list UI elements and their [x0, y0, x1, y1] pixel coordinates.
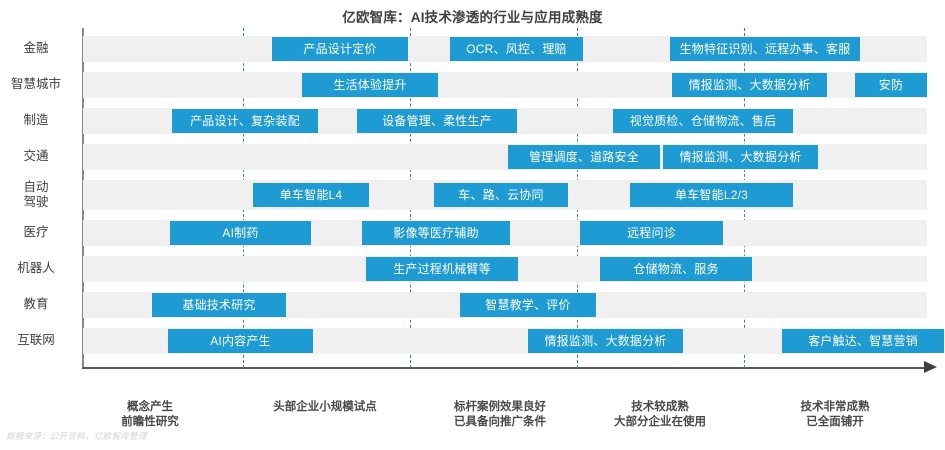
application-bar[interactable]: 影像等医疗辅助: [362, 221, 510, 245]
application-bar[interactable]: AI制药: [170, 221, 311, 245]
x-axis-arrow-icon: [924, 361, 937, 373]
stage-label-line: 大部分企业在使用: [614, 416, 706, 428]
application-bar[interactable]: AI内容产生: [168, 329, 313, 353]
application-bar[interactable]: 生物特征识别、远程办事、客服: [670, 37, 860, 61]
application-bar[interactable]: 基础技术研究: [152, 293, 286, 317]
application-bar[interactable]: 智慧教学、评价: [460, 293, 596, 317]
stage-label-line: 概念产生: [127, 401, 173, 413]
row-label-line: 制造: [23, 113, 49, 127]
row-label-智慧城市: 智慧城市: [0, 77, 72, 92]
row-label-自动驾驶: 自动驾驶: [0, 180, 72, 210]
stage-4-label: 技术较成熟大部分企业在使用: [570, 400, 750, 430]
application-bar[interactable]: 单车智能L2/3: [630, 183, 793, 207]
application-bar[interactable]: 视觉质检、仓储物流、售后: [613, 109, 793, 133]
application-bar[interactable]: 仓储物流、服务: [600, 257, 752, 281]
application-bar[interactable]: 单车智能L4: [253, 183, 369, 207]
row-label-制造: 制造: [0, 113, 72, 128]
row-label-line: 驾驶: [23, 195, 49, 209]
row-label-交通: 交通: [0, 149, 72, 164]
application-bar[interactable]: 安防: [855, 73, 927, 97]
stage-3-label: 标杆案例效果良好已具备向推广条件: [410, 400, 590, 430]
application-bar[interactable]: 产品设计、复杂装配: [172, 109, 318, 133]
row-label-医疗: 医疗: [0, 225, 72, 240]
stage-label-line: 技术较成熟: [631, 401, 689, 413]
application-bar[interactable]: 设备管理、柔性生产: [357, 109, 517, 133]
x-axis-line: [82, 367, 927, 369]
row-label-line: 机器人: [17, 261, 55, 275]
row-label-互联网: 互联网: [0, 333, 72, 348]
application-bar[interactable]: 情报监测、大数据分析: [528, 329, 683, 353]
row-label-教育: 教育: [0, 297, 72, 312]
row-label-line: 智慧城市: [10, 77, 61, 91]
stage-1-label: 概念产生前瞻性研究: [60, 400, 240, 430]
source-note: 数据来源：公开资料、亿欧智库整理: [6, 431, 147, 441]
application-bar[interactable]: 情报监测、大数据分析: [672, 73, 827, 97]
stage-label-line: 已具备向推广条件: [454, 416, 546, 428]
application-bar[interactable]: 产品设计定价: [272, 37, 408, 61]
stage-label-line: 前瞻性研究: [121, 416, 179, 428]
application-bar[interactable]: 生产过程机械臂等: [366, 257, 518, 281]
application-bar[interactable]: 生活体验提升: [302, 73, 438, 97]
application-bar[interactable]: 管理调度、道路安全: [508, 145, 660, 169]
row-label-line: 金融: [23, 41, 49, 55]
stage-label-line: 已全面铺开: [806, 416, 864, 428]
row-label-line: 医疗: [23, 225, 49, 239]
page-title: 亿欧智库：AI技术渗透的行业与应用成熟度: [342, 10, 603, 25]
stage-5-label: 技术非常成熟已全面铺开: [745, 400, 925, 430]
application-bar[interactable]: 远程问诊: [580, 221, 723, 245]
stage-label-line: 标杆案例效果良好: [454, 401, 546, 413]
stage-label-line: 技术非常成熟: [800, 401, 870, 413]
stage-2-label: 头部企业小规模试点: [235, 400, 415, 415]
row-label-line: 交通: [23, 149, 49, 163]
application-bar[interactable]: 车、路、云协同: [434, 183, 568, 207]
maturity-matrix-plot: 金融智慧城市制造交通自动驾驶医疗机器人教育互联网 产品设计定价 OCR、风控、理赔…: [0, 28, 945, 428]
row-label-line: 教育: [23, 297, 49, 311]
stage-label-line: 头部企业小规模试点: [273, 401, 377, 413]
row-label-金融: 金融: [0, 41, 72, 56]
row-label-line: 自动: [23, 180, 49, 194]
row-label-line: 互联网: [17, 333, 55, 347]
application-bar[interactable]: OCR、风控、理赔: [450, 37, 583, 61]
row-label-机器人: 机器人: [0, 261, 72, 276]
y-axis-line: [82, 28, 84, 368]
application-bar[interactable]: 情报监测、大数据分析: [663, 145, 818, 169]
application-bar[interactable]: 客户触达、智慧营销: [782, 329, 944, 353]
